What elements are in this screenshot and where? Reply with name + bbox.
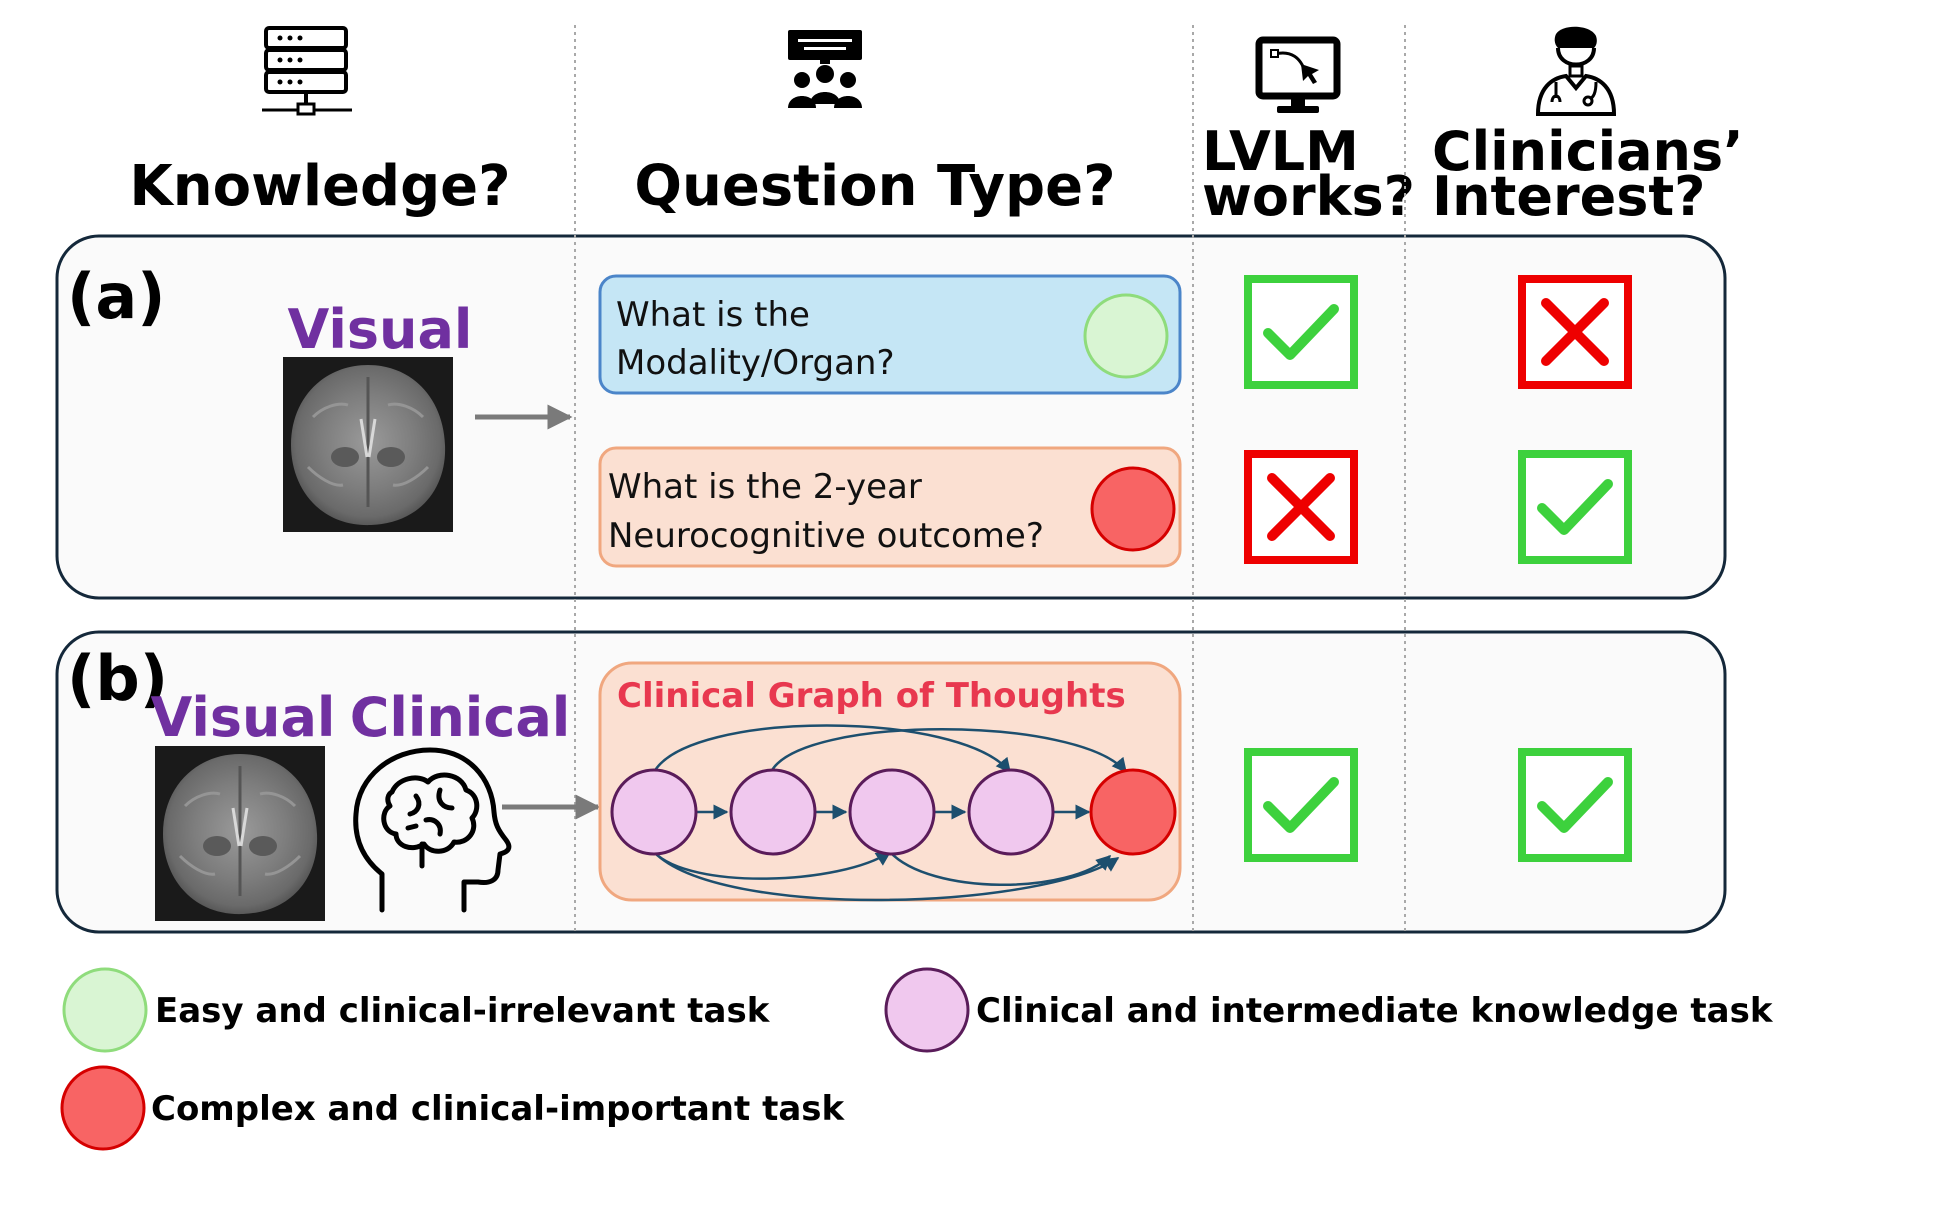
legend-intermediate-label: Clinical and intermediate knowledge task	[976, 991, 1774, 1031]
graph-node-complex	[1089, 768, 1177, 856]
monitor-cursor-icon	[1255, 36, 1341, 113]
graph-of-thoughts-title: Clinical Graph of Thoughts	[617, 676, 1126, 716]
brain-head-icon	[353, 747, 512, 913]
check-icon	[1522, 454, 1628, 560]
panel-b-label: (b)	[67, 642, 168, 715]
panel-a-label: (a)	[67, 260, 166, 333]
presentation-audience-icon	[788, 30, 862, 108]
complex-task-node	[1090, 466, 1176, 552]
header-clinicians-line1: Clinicians’	[1432, 120, 1744, 183]
check-icon	[1522, 752, 1628, 858]
graph-node-intermediate	[967, 768, 1055, 856]
legend-easy-label: Easy and clinical-irrelevant task	[155, 991, 771, 1031]
header-lvlm-line2: works?	[1202, 165, 1415, 228]
question-outcome-box	[598, 446, 1182, 568]
brain-mri-image	[281, 355, 455, 534]
graph-node-intermediate	[729, 768, 817, 856]
header-lvlm-line1: LVLM	[1202, 120, 1359, 183]
panel-b-visual-label: Visual	[151, 686, 336, 749]
header-question-type: Question Type?	[634, 154, 1115, 219]
question-modality-box	[598, 274, 1182, 395]
graph-edges	[652, 724, 1127, 902]
column-separators	[574, 25, 1406, 935]
check-icon	[1248, 752, 1354, 858]
cross-icon	[1522, 279, 1628, 385]
legend-intermediate-marker	[884, 967, 970, 1053]
legend-complex-label: Complex and clinical-important task	[151, 1089, 846, 1129]
graph-node-intermediate	[848, 768, 936, 856]
legend-complex-marker	[60, 1065, 146, 1151]
question-modality-line1: What is the	[616, 295, 810, 335]
question-modality-line2: Modality/Organ?	[616, 343, 895, 383]
graph-node-intermediate	[610, 768, 698, 856]
server-icon	[262, 26, 352, 116]
easy-task-node	[1083, 293, 1169, 379]
panel-a-visual-label: Visual	[288, 298, 473, 361]
legend-easy-marker	[62, 967, 148, 1053]
check-icon	[1248, 279, 1354, 385]
question-outcome-line2: Neurocognitive outcome?	[608, 516, 1044, 556]
doctor-icon	[1535, 26, 1617, 116]
cross-icon	[1248, 454, 1354, 560]
panel-b-clinical-label: Clinical	[350, 686, 571, 749]
header-knowledge: Knowledge?	[129, 154, 510, 219]
header-clinicians-line2: Interest?	[1432, 165, 1706, 228]
question-outcome-line1: What is the 2-year	[608, 467, 922, 507]
brain-mri-image	[153, 744, 327, 923]
